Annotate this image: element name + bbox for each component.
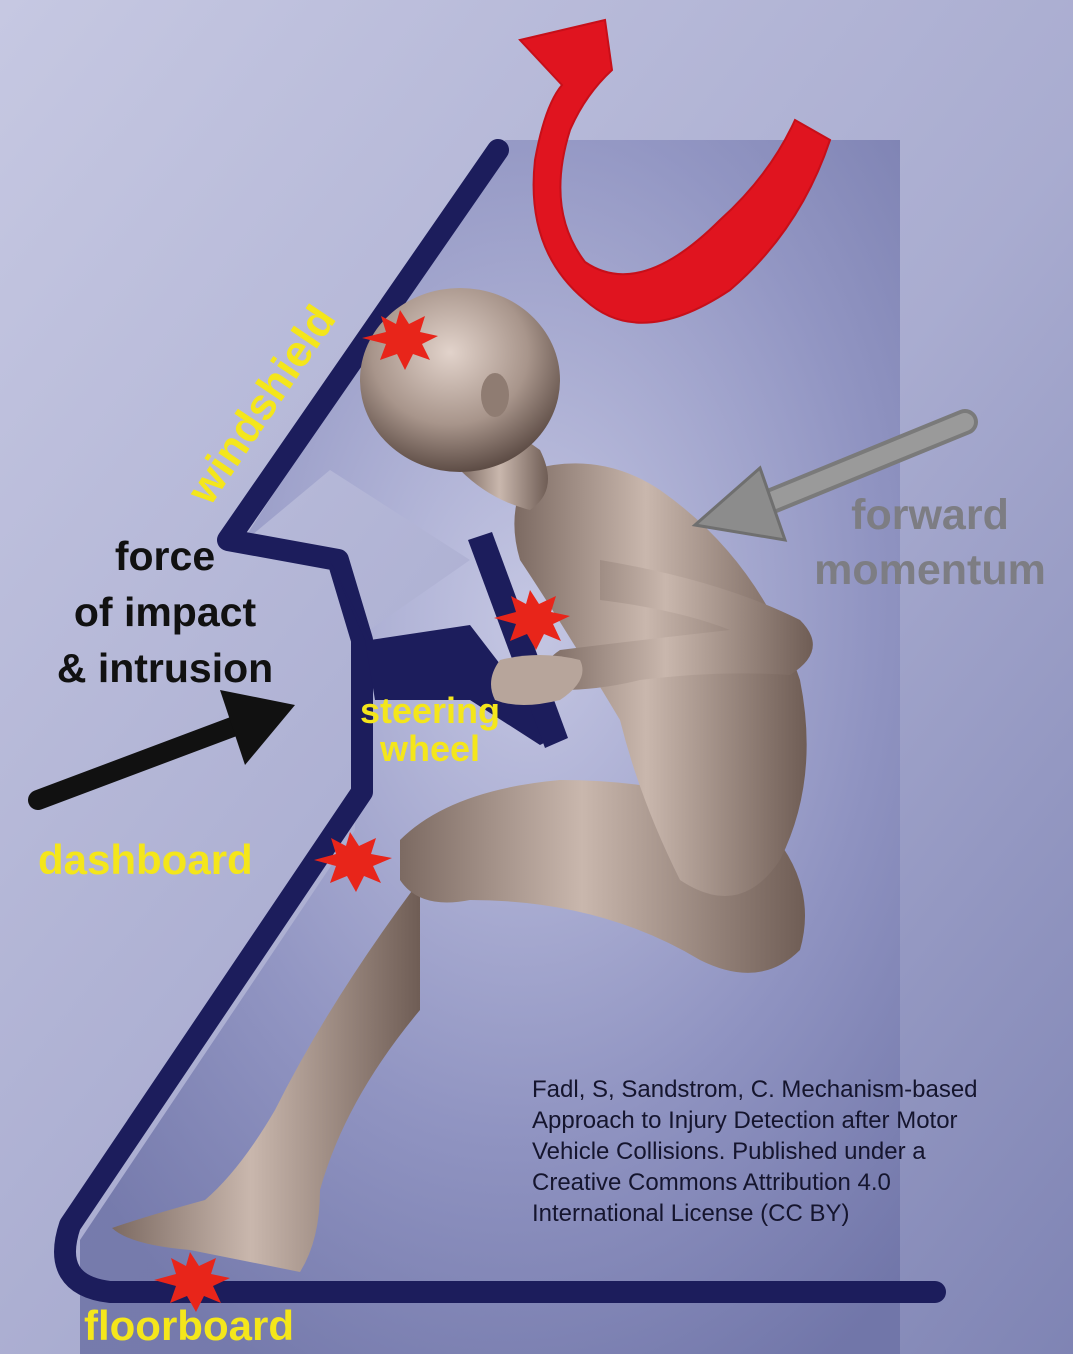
forward-label-line-1: forward (800, 488, 1060, 543)
dashboard-label: dashboard (38, 836, 253, 884)
force-label-line-2: of impact (30, 584, 300, 640)
forward-momentum-label: forward momentum (800, 488, 1060, 598)
citation-text: Fadl, S, Sandstrom, C. Mechanism-based A… (532, 1074, 1052, 1229)
force-label-line-3: & intrusion (30, 640, 300, 696)
steering-label-line-2: wheel (340, 730, 520, 768)
steering-label-line-1: steering (340, 692, 520, 730)
force-label-line-1: force (30, 528, 300, 584)
floorboard-label: floorboard (84, 1302, 294, 1350)
steering-wheel-label: steering wheel (340, 692, 520, 768)
force-of-impact-label: force of impact & intrusion (30, 528, 300, 696)
forward-label-line-2: momentum (800, 543, 1060, 598)
